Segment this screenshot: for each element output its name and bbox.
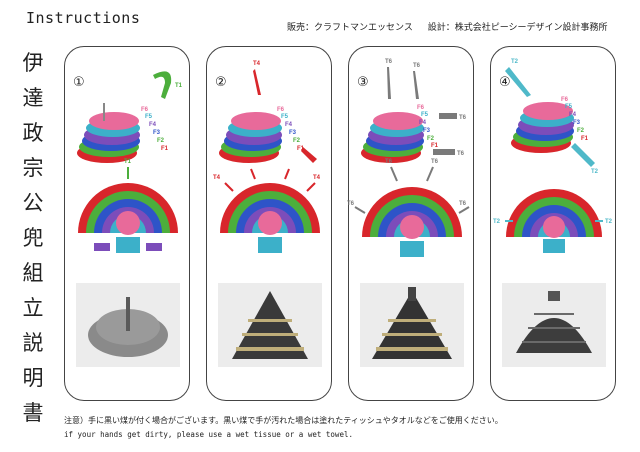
part-label: T6 [385, 159, 393, 165]
tier-stack [77, 103, 140, 163]
part-label: F4 [149, 122, 157, 128]
part-label: T6 [457, 151, 465, 157]
fan-diagram: T4 T4 [213, 168, 321, 253]
step-photo [218, 283, 322, 367]
step-photo [76, 283, 180, 367]
helmet-photo [372, 287, 452, 359]
part-label: F1 [581, 136, 589, 142]
part-label: F5 [145, 114, 153, 120]
exploded-diagram: T2 F6 F5 F4 F3 F2 F1 T2 [505, 59, 599, 175]
vtitle-char: 兜 [22, 226, 44, 250]
vertical-title: 伊 達 政 宗 公 兜 組 立 説 明 書 [18, 46, 48, 431]
part-label: T6 [459, 115, 467, 121]
part-label: F2 [427, 136, 435, 142]
part-label: T4 [313, 175, 321, 181]
part-label: F3 [153, 130, 161, 136]
part-label: F2 [577, 128, 585, 134]
step-panel-4: ④ T2 F6 F5 F4 F3 F2 F1 T2 [490, 46, 616, 401]
vtitle-char: 達 [22, 86, 44, 110]
page-title: Instructions [26, 9, 141, 27]
part-label: F4 [419, 120, 427, 126]
step-number: ② [215, 75, 227, 90]
step-panel-2: ② T4 F6 F5 F4 F3 F2 F1 [206, 46, 332, 401]
part-label: F6 [561, 97, 569, 103]
part-label: F2 [157, 138, 165, 144]
vtitle-char: 宗 [22, 156, 44, 180]
part-label: T6 [413, 63, 421, 69]
part-label: T4 [213, 175, 221, 181]
fan-diagram: T1 [78, 159, 178, 253]
part-label: F3 [289, 130, 297, 136]
part-label: T2 [605, 219, 613, 225]
part-label: T1 [175, 83, 183, 89]
vtitle-char: 公 [22, 191, 44, 215]
sales-credit: 販売：クラフトマンエッセンス [287, 23, 413, 33]
step-number: ③ [357, 75, 369, 90]
step-panel-1: ① T1 F6 F5 F4 F3 F2 F1 [64, 46, 190, 401]
step-number: ④ [499, 75, 511, 90]
part-label: T4 [253, 61, 261, 67]
fan-diagram: T6 T6 T6 T6 [347, 159, 470, 257]
step-photo [360, 283, 464, 367]
step-photo [502, 283, 606, 367]
exploded-diagram: T1 F6 F5 F4 F3 F2 F1 [77, 71, 183, 163]
part-label: T6 [431, 159, 439, 165]
part-label: T2 [511, 59, 519, 65]
vtitle-char: 伊 [22, 51, 44, 75]
note-japanese: 注意）手に黒い煤が付く場合がございます。黒い煤で手が汚れた場合は塗れたティッシュ… [64, 416, 503, 425]
part-label: F2 [293, 138, 301, 144]
helmet-photo [232, 291, 308, 359]
part-label: F1 [431, 143, 439, 149]
step-panel-3: ③ T6 T6 F6 F5 F4 F3 F2 F1 T6 T6 [347, 46, 474, 401]
part-label: F1 [297, 146, 305, 152]
note-english: if your hands get dirty, please use a we… [64, 430, 353, 439]
part-label: T6 [347, 201, 355, 207]
part-label: F4 [569, 112, 577, 118]
design-credit: 設計：株式会社ピーシーデザイン設計事務所 [427, 23, 608, 33]
part-label: F6 [277, 107, 285, 113]
vtitle-char: 明 [22, 366, 44, 390]
part-label: F6 [417, 105, 425, 111]
part-label: F6 [141, 107, 149, 113]
vtitle-char: 説 [22, 331, 44, 355]
part-label: F1 [161, 146, 169, 152]
part-label: T1 [124, 159, 132, 165]
part-label: F4 [285, 122, 293, 128]
vtitle-char: 組 [22, 261, 44, 285]
fan-diagram: T2 T2 [493, 189, 613, 253]
part-label: T2 [591, 169, 599, 175]
credits: 販売：クラフトマンエッセンス 設計：株式会社ピーシーデザイン設計事務所 [287, 20, 620, 33]
part-label: T2 [493, 219, 501, 225]
vtitle-char: 書 [22, 401, 44, 425]
part-label: F5 [281, 114, 289, 120]
part-label: F3 [573, 120, 581, 126]
vtitle-char: 政 [22, 121, 44, 145]
vtitle-char: 立 [22, 296, 44, 320]
part-label: T6 [459, 201, 467, 207]
part-label: T6 [385, 59, 393, 65]
step-number: ① [73, 75, 85, 90]
part-label: F5 [565, 104, 573, 110]
part-label: F3 [423, 128, 431, 134]
t1-crest-part [153, 71, 172, 99]
part-label: F5 [421, 112, 429, 118]
exploded-diagram: T6 T6 F6 F5 F4 F3 F2 F1 T6 T6 [361, 59, 467, 163]
helmet-photo [88, 297, 168, 357]
exploded-diagram: T4 F6 F5 F4 F3 F2 F1 [219, 61, 317, 163]
helmet-photo [516, 291, 592, 353]
